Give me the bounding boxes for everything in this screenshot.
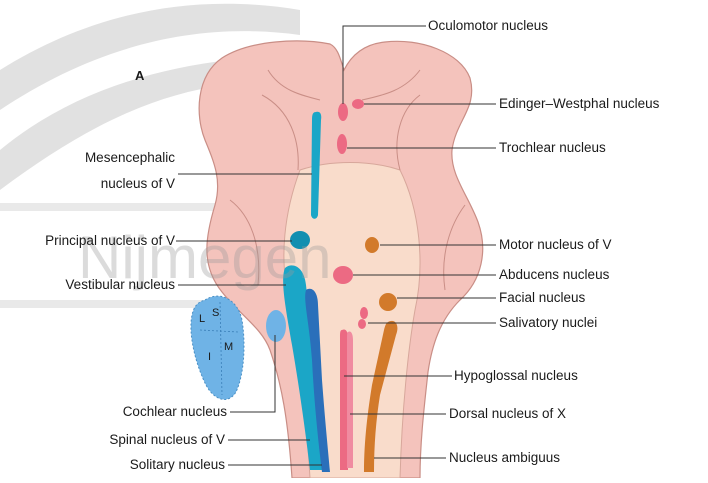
label-solitary-nucleus: Solitary nucleus — [130, 457, 226, 472]
label-abducens-nucleus: Abducens nucleus — [499, 267, 610, 282]
motor-nucleus-of-v-shape — [365, 237, 379, 253]
dorsal-nucleus-of-x-shape — [347, 331, 353, 468]
label-edinger-westphal-nucleus: Edinger–Westphal nucleus — [499, 96, 660, 111]
vestibular-complex-detail: L S I M — [191, 296, 244, 399]
hypoglossal-nucleus-shape — [340, 329, 348, 470]
vestibular-sub-i: I — [208, 351, 211, 363]
label-salivatory-nuclei: Salivatory nuclei — [499, 315, 597, 330]
label-nucleus-ambiguus: Nucleus ambiguus — [449, 450, 560, 465]
label-trochlear-nucleus: Trochlear nucleus — [499, 140, 606, 155]
trochlear-nucleus-shape — [337, 134, 347, 154]
abducens-nucleus-shape — [333, 266, 353, 284]
salivatory-nucleus-lower — [358, 319, 366, 329]
label-oculomotor-nucleus: Oculomotor nucleus — [428, 18, 548, 33]
facial-nucleus-shape — [379, 293, 397, 311]
panel-letter: A — [135, 68, 145, 83]
label-mesencephalic-line1: Mesencephalic — [85, 150, 175, 165]
label-facial-nucleus: Facial nucleus — [499, 290, 586, 305]
label-cochlear-nucleus: Cochlear nucleus — [123, 404, 228, 419]
cochlear-nucleus-shape — [266, 310, 286, 342]
oculomotor-nucleus-shape — [338, 103, 348, 121]
edinger-westphal-nucleus-shape — [352, 99, 364, 109]
label-principal-nucleus-of-v: Principal nucleus of V — [45, 233, 175, 248]
salivatory-nucleus-upper — [360, 307, 368, 319]
vestibular-sub-m: M — [224, 341, 233, 353]
label-dorsal-nucleus-of-x: Dorsal nucleus of X — [449, 406, 566, 421]
label-hypoglossal-nucleus: Hypoglossal nucleus — [454, 368, 578, 383]
label-spinal-nucleus-of-v: Spinal nucleus of V — [109, 432, 225, 447]
vestibular-sub-l: L — [199, 313, 205, 325]
label-mesencephalic-line2: nucleus of V — [101, 176, 175, 191]
label-motor-nucleus-of-v: Motor nucleus of V — [499, 237, 612, 252]
vestibular-sub-s: S — [212, 307, 219, 319]
label-vestibular-nucleus: Vestibular nucleus — [65, 277, 175, 292]
